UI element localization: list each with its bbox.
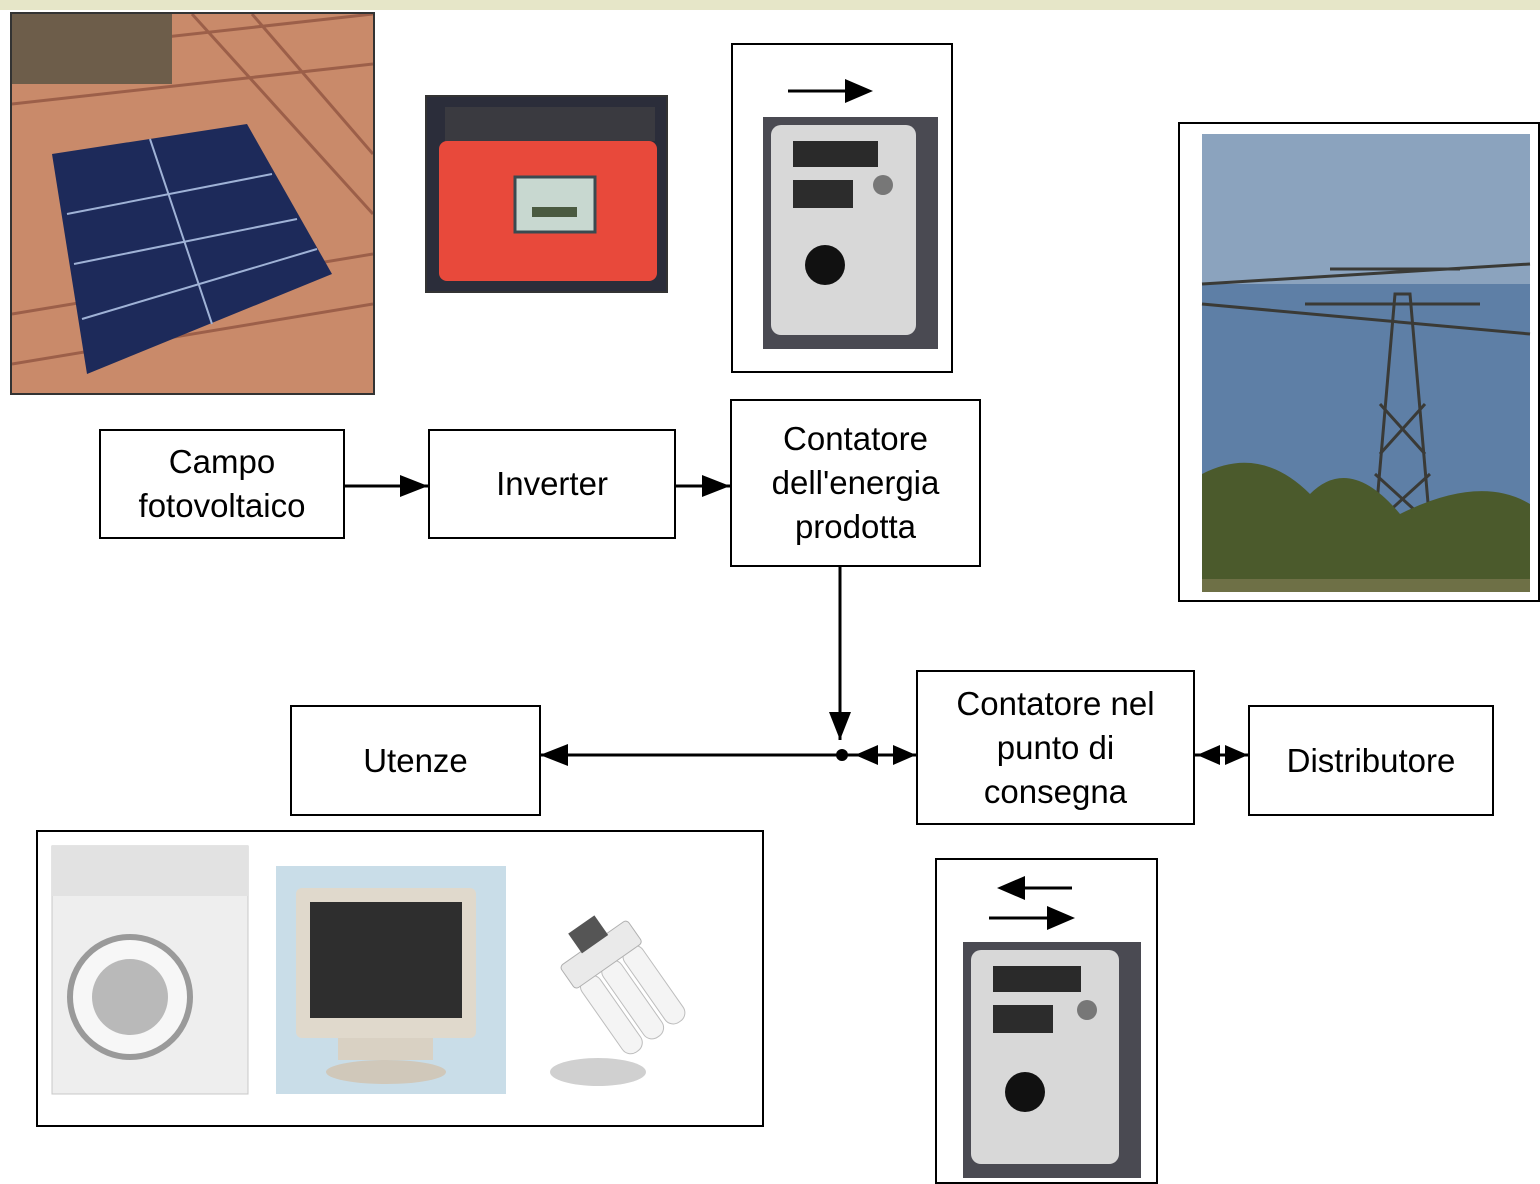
lamp-icon <box>550 915 686 1086</box>
inverter-photo <box>425 95 668 293</box>
delivery-meter-frame <box>935 858 1158 1184</box>
block-inverter: Inverter <box>428 429 676 539</box>
energy-meter-icon <box>763 117 938 349</box>
arrowhead-distributore <box>1225 745 1248 765</box>
energy-meter-icon <box>963 942 1141 1178</box>
arrowhead-junction-left <box>855 745 878 765</box>
solar-panel-photo <box>10 12 375 395</box>
pylon-photo-frame <box>1178 122 1540 602</box>
arrowhead-utenze <box>540 744 568 766</box>
block-contatore-consegna: Contatore nel punto di consegna <box>916 670 1195 825</box>
arrowhead-junction-down <box>829 712 851 740</box>
arrowhead-consegna-right <box>893 745 916 765</box>
washing-machine-icon <box>51 845 249 1095</box>
block-utenze: Utenze <box>290 705 541 816</box>
block-contatore-prodotta: Contatore dell'energia prodotta <box>730 399 981 567</box>
arrowhead-inverter <box>400 475 428 497</box>
arrowhead-contatore <box>702 475 730 497</box>
block-campo-fotovoltaico: Campo fotovoltaico <box>99 429 345 539</box>
appliances-frame <box>36 830 764 1127</box>
arrowhead-consegna-left <box>1197 745 1220 765</box>
monitor-icon <box>276 866 506 1094</box>
production-meter-frame <box>731 43 953 373</box>
top-band <box>0 0 1540 10</box>
block-distributore: Distributore <box>1248 705 1494 816</box>
